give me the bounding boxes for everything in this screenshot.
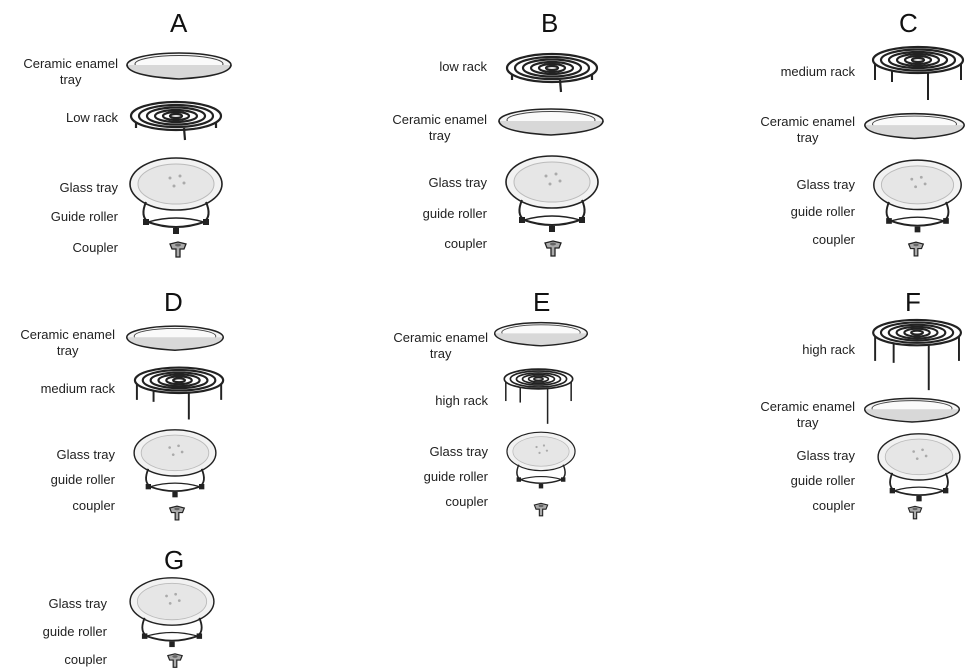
config-g-coupler-label: coupler bbox=[64, 652, 107, 667]
config-g-glass-tray-icon bbox=[126, 576, 218, 658]
config-g-glass-label: Glass tray bbox=[48, 596, 107, 611]
config-f-coupler-label: coupler bbox=[812, 498, 855, 513]
config-e-letter: E bbox=[533, 287, 551, 317]
config-g-letter: G bbox=[164, 545, 185, 575]
config-c-tray-label: Ceramic enamel tray bbox=[760, 114, 855, 145]
config-d-ceramic-tray-icon bbox=[124, 322, 226, 358]
config-f-glass-tray-icon bbox=[874, 432, 964, 512]
config-f-ceramic-tray-icon bbox=[862, 394, 962, 430]
config-e-tray-label: Ceramic enamel tray bbox=[393, 330, 488, 361]
config-f-rack-label: high rack bbox=[802, 342, 855, 357]
config-e-ceramic-tray-icon bbox=[492, 318, 590, 354]
config-d-glass-tray-icon bbox=[130, 428, 220, 508]
config-c-glass-tray-icon bbox=[870, 158, 965, 244]
config-a-low-rack-icon bbox=[128, 98, 228, 144]
config-f-coupler-icon bbox=[905, 504, 925, 522]
config-f-high-rack-icon bbox=[870, 318, 965, 396]
config-d-medium-rack-icon bbox=[132, 364, 230, 424]
config-e-glass-label: Glass tray bbox=[429, 444, 488, 459]
config-a-roller-label: Guide roller bbox=[50, 209, 118, 224]
config-b-roller-label: guide roller bbox=[422, 206, 487, 221]
config-c-roller-label: guide roller bbox=[790, 204, 855, 219]
config-a-glass-label: Glass tray bbox=[59, 180, 118, 195]
config-b-glass-tray-icon bbox=[502, 154, 602, 244]
config-b-tray-label: Ceramic enamel tray bbox=[392, 112, 487, 143]
config-g-coupler-icon bbox=[164, 652, 186, 670]
config-c-letter: C bbox=[899, 8, 918, 38]
config-d-coupler-label: coupler bbox=[72, 498, 115, 513]
config-a-rack-label: Low rack bbox=[65, 110, 118, 125]
config-e-coupler-icon bbox=[531, 500, 551, 520]
config-d-coupler-icon bbox=[166, 504, 188, 523]
config-f-roller-label: guide roller bbox=[790, 473, 855, 488]
config-d-roller-label: guide roller bbox=[50, 472, 115, 487]
config-a-ceramic-tray-icon bbox=[124, 50, 234, 86]
config-a-coupler-label: Coupler bbox=[72, 240, 118, 255]
config-c-rack-label: medium rack bbox=[780, 64, 855, 79]
config-e-coupler-label: coupler bbox=[445, 494, 488, 509]
config-b-coupler-label: coupler bbox=[444, 236, 487, 251]
config-a-glass-tray-icon bbox=[126, 156, 226, 246]
config-e-high-rack-icon bbox=[502, 360, 578, 436]
config-c-coupler-icon bbox=[905, 240, 927, 259]
config-f-glass-label: Glass tray bbox=[796, 448, 855, 463]
config-a-letter: A bbox=[170, 8, 188, 38]
config-b-letter: B bbox=[541, 8, 559, 38]
config-d-letter: D bbox=[164, 287, 183, 317]
config-e-glass-tray-icon bbox=[504, 430, 578, 498]
config-c-glass-label: Glass tray bbox=[796, 177, 855, 192]
config-c-medium-rack-icon bbox=[870, 44, 965, 104]
config-f-tray-label: Ceramic enamel tray bbox=[760, 399, 855, 430]
config-e-roller-label: guide roller bbox=[423, 469, 488, 484]
config-b-coupler-icon bbox=[541, 239, 565, 259]
config-b-rack-label: low rack bbox=[439, 59, 487, 74]
config-d-glass-label: Glass tray bbox=[56, 447, 115, 462]
config-e-rack-label: high rack bbox=[435, 393, 488, 408]
config-c-coupler-label: coupler bbox=[812, 232, 855, 247]
config-b-low-rack-icon bbox=[504, 50, 604, 96]
config-b-ceramic-tray-icon bbox=[496, 106, 606, 142]
config-d-rack-label: medium rack bbox=[40, 381, 115, 396]
config-g-roller-label: guide roller bbox=[42, 624, 107, 639]
config-a-coupler-icon bbox=[166, 240, 190, 260]
config-f-letter: F bbox=[905, 287, 921, 317]
config-d-tray-label: Ceramic enamel tray bbox=[20, 327, 115, 358]
config-b-glass-label: Glass tray bbox=[428, 175, 487, 190]
config-c-ceramic-tray-icon bbox=[862, 110, 965, 146]
config-a-tray-label: Ceramic enamel tray bbox=[23, 56, 118, 87]
